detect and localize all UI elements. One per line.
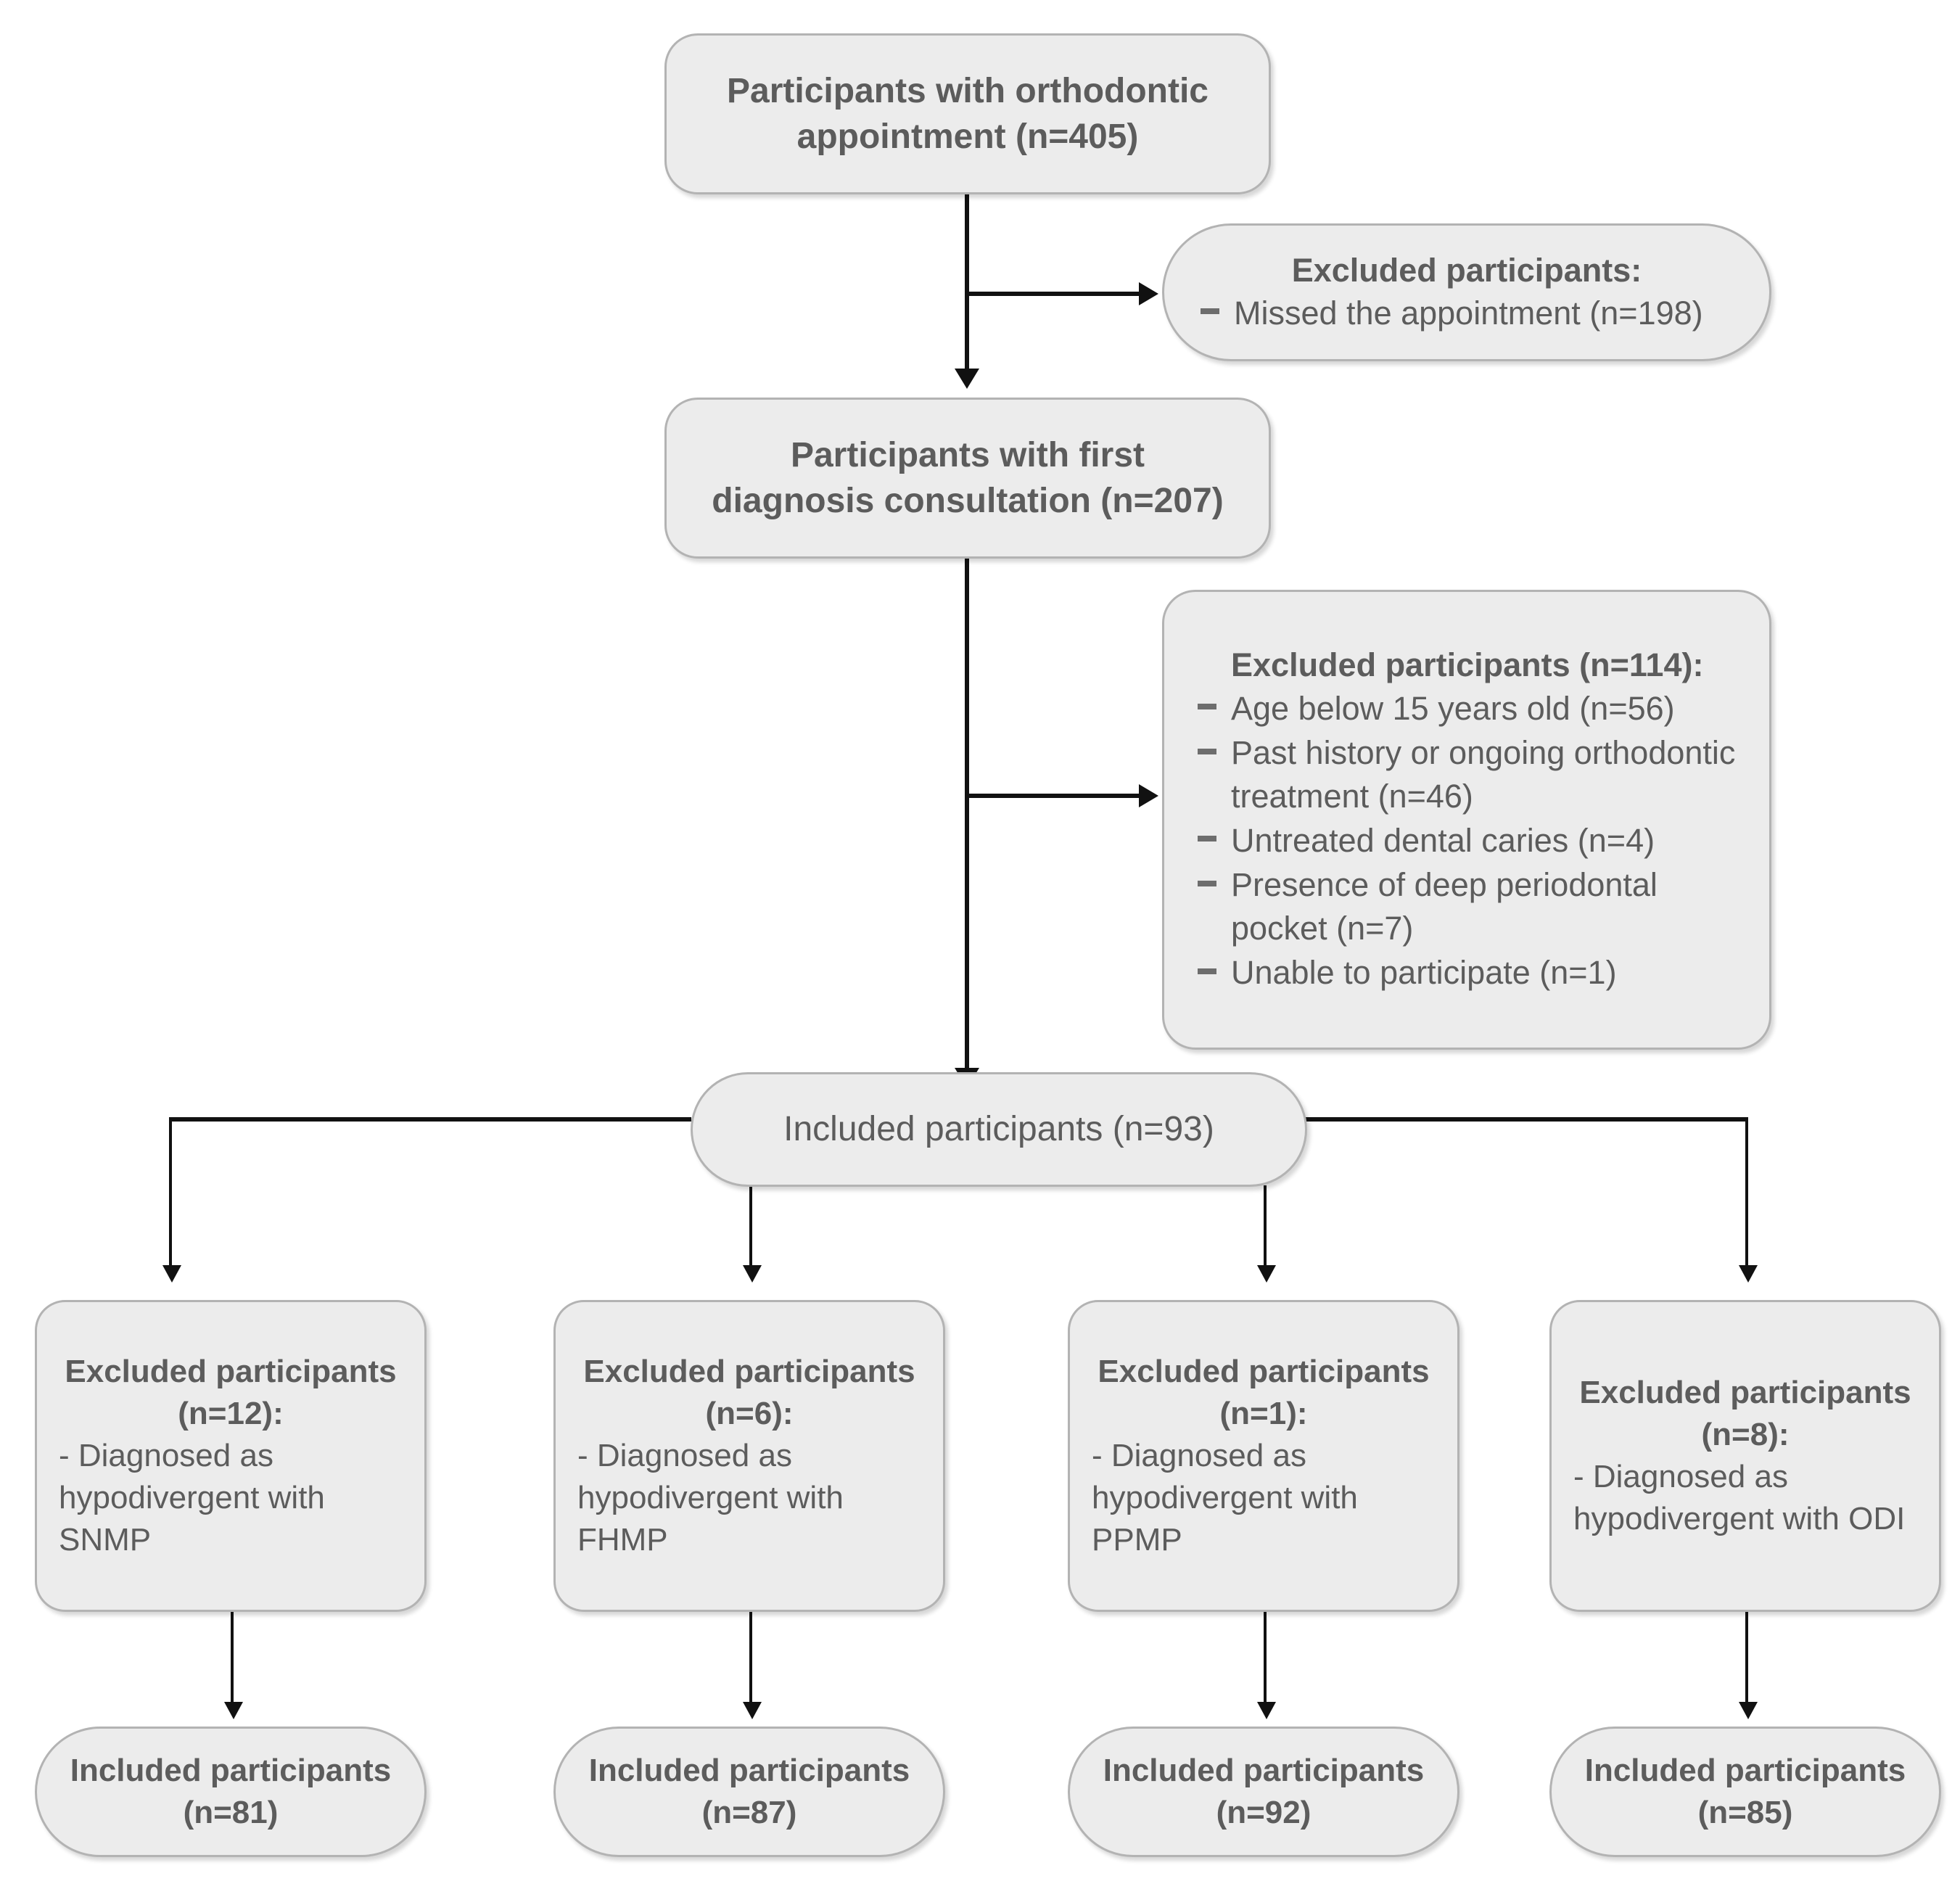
included-ppmp-label: Included participants (n=92) — [1103, 1752, 1425, 1830]
list-item: Missed the appointment (n=198) — [1196, 292, 1737, 334]
excluded-snmp-detail: - Diagnosed as hypodivergent with SNMP — [59, 1437, 325, 1558]
arrowhead-branch-snmp — [162, 1265, 181, 1283]
excluded-criteria-item-1: Past history or ongoing orthodontic trea… — [1231, 734, 1736, 815]
connector-drop-branch-snmp — [169, 1117, 172, 1270]
excluded-ppmp-title: Excluded participants (n=1): — [1098, 1353, 1430, 1431]
connector-odi-excluded-to-included — [1745, 1612, 1748, 1706]
node-label-included-total: Included participants (n=93) — [783, 1110, 1214, 1149]
node-excluded-eligibility-criteria: Excluded participants (n=114): Age below… — [1162, 590, 1771, 1050]
connector-consulted-to-included — [965, 559, 969, 1074]
excluded-criteria-item-2: Untreated dental caries (n=4) — [1231, 822, 1655, 859]
arrowhead-consulted-to-excluded-criteria — [1139, 784, 1158, 807]
arrowhead-odi-included — [1739, 1702, 1758, 1719]
list-item: Past history or ongoing orthodontic trea… — [1193, 731, 1740, 818]
bullet-dash-icon — [1198, 748, 1216, 754]
list-item: Age below 15 years old (n=56) — [1193, 687, 1740, 730]
excluded-odi-detail: - Diagnosed as hypodivergent with ODI — [1573, 1459, 1906, 1537]
list-item: Untreated dental caries (n=4) — [1193, 819, 1740, 862]
connector-included-fanout-left — [169, 1117, 691, 1122]
excluded-criteria-list: Age below 15 years old (n=56) Past histo… — [1193, 687, 1740, 996]
connector-fhmp-excluded-to-included — [749, 1612, 752, 1706]
bullet-dash-icon — [1198, 836, 1216, 842]
bullet-dash-icon — [1198, 704, 1216, 710]
arrowhead-branch-ppmp — [1257, 1265, 1276, 1283]
excluded-criteria-title: Excluded participants (n=114): — [1231, 646, 1704, 684]
node-included-ppmp: Included participants (n=92) — [1068, 1727, 1459, 1857]
node-label-enrolled: Participants with orthodontic appointmen… — [726, 71, 1208, 156]
arrowhead-branch-fhmp — [743, 1265, 762, 1283]
excluded-fhmp-title: Excluded participants (n=6): — [583, 1353, 915, 1431]
arrowhead-snmp-included — [224, 1702, 243, 1719]
connector-drop-branch-odi — [1745, 1117, 1748, 1270]
connector-snmp-excluded-to-included — [231, 1612, 234, 1706]
node-included-snmp: Included participants (n=81) — [35, 1727, 427, 1857]
included-odi-label: Included participants (n=85) — [1584, 1752, 1906, 1830]
node-participants-first-diagnosis-consultation: Participants with first diagnosis consul… — [664, 398, 1271, 559]
node-label-consulted: Participants with first diagnosis consul… — [712, 435, 1224, 520]
node-included-odi: Included participants (n=85) — [1549, 1727, 1941, 1857]
connector-enrolled-to-excluded-missed — [965, 292, 1139, 296]
node-participants-orthodontic-appointment: Participants with orthodontic appointmen… — [664, 33, 1271, 194]
node-included-fhmp: Included participants (n=87) — [553, 1727, 945, 1857]
excluded-missed-title: Excluded participants: — [1291, 251, 1642, 289]
list-item: Presence of deep periodontal pocket (n=7… — [1193, 863, 1740, 950]
connector-ppmp-excluded-to-included — [1264, 1612, 1267, 1706]
excluded-missed-item-0: Missed the appointment (n=198) — [1234, 295, 1703, 332]
connector-drop-branch-fhmp — [749, 1185, 752, 1270]
connector-enrolled-to-consulted — [965, 193, 969, 373]
included-fhmp-label: Included participants (n=87) — [588, 1752, 910, 1830]
node-excluded-ppmp: Excluded participants (n=1): - Diagnosed… — [1068, 1300, 1459, 1612]
list-item: Unable to participate (n=1) — [1193, 951, 1740, 994]
arrowhead-enrolled-to-consulted — [955, 369, 979, 389]
included-snmp-label: Included participants (n=81) — [70, 1752, 392, 1830]
bullet-dash-icon — [1198, 968, 1216, 974]
excluded-criteria-item-0: Age below 15 years old (n=56) — [1231, 689, 1675, 727]
excluded-criteria-item-3: Presence of deep periodontal pocket (n=7… — [1231, 866, 1658, 947]
excluded-ppmp-detail: - Diagnosed as hypodivergent with PPMP — [1092, 1437, 1358, 1558]
excluded-missed-list: Missed the appointment (n=198) — [1196, 292, 1737, 336]
node-excluded-odi: Excluded participants (n=8): - Diagnosed… — [1549, 1300, 1941, 1612]
arrowhead-fhmp-included — [743, 1702, 762, 1719]
excluded-odi-title: Excluded participants (n=8): — [1579, 1374, 1911, 1452]
bullet-dash-icon — [1201, 308, 1219, 315]
node-included-participants-total: Included participants (n=93) — [691, 1072, 1307, 1187]
node-excluded-missed-appointment: Excluded participants: Missed the appoin… — [1162, 223, 1771, 361]
connector-included-fanout-right — [1306, 1117, 1748, 1122]
bullet-dash-icon — [1198, 880, 1216, 886]
arrowhead-branch-odi — [1739, 1265, 1758, 1283]
excluded-criteria-item-4: Unable to participate (n=1) — [1231, 954, 1617, 992]
node-excluded-fhmp: Excluded participants (n=6): - Diagnosed… — [553, 1300, 945, 1612]
excluded-snmp-title: Excluded participants (n=12): — [65, 1353, 397, 1431]
arrowhead-enrolled-to-excluded-missed — [1139, 282, 1158, 305]
arrowhead-ppmp-included — [1257, 1702, 1276, 1719]
connector-drop-branch-ppmp — [1264, 1185, 1267, 1270]
connector-consulted-to-excluded-criteria — [965, 794, 1139, 798]
node-excluded-snmp: Excluded participants (n=12): - Diagnose… — [35, 1300, 427, 1612]
excluded-fhmp-detail: - Diagnosed as hypodivergent with FHMP — [577, 1437, 844, 1558]
